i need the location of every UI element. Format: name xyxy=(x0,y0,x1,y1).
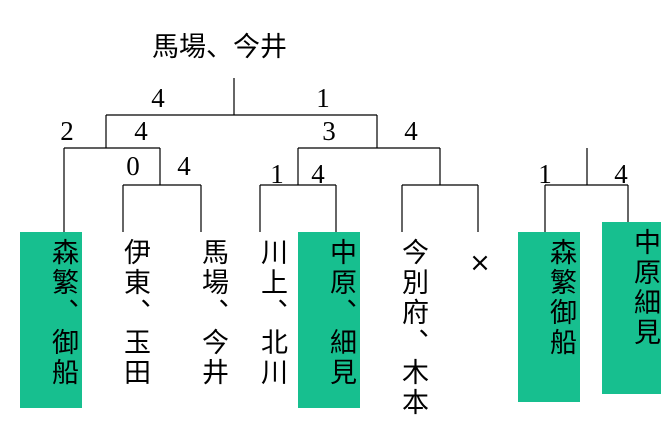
score-qf-mid-r: 4 xyxy=(311,159,325,189)
score-side-r: 4 xyxy=(614,159,628,189)
team-7: 森繁御船 xyxy=(518,232,580,402)
score-final-left: 4 xyxy=(151,83,165,113)
team-4: 川上、北川 xyxy=(256,238,287,388)
score-semi-left-inner: 4 xyxy=(134,116,148,146)
bye-mark: × xyxy=(469,248,491,278)
score-semi-right-inner: 3 xyxy=(322,116,336,146)
score-final-right: 1 xyxy=(316,83,330,113)
score-semi-left-outer: 2 xyxy=(60,116,74,146)
team-5: 中原、細見 xyxy=(298,232,360,408)
team-3: 馬場、今井 xyxy=(197,238,228,388)
team-6: 今別府、木本 xyxy=(397,238,428,418)
score-qf-mid-l: 1 xyxy=(270,159,284,189)
score-semi-right-outer: 4 xyxy=(404,116,418,146)
score-qf-left-l: 0 xyxy=(126,151,140,181)
winner-label: 馬場、今井 xyxy=(152,32,287,63)
team-1: 森繁、御船 xyxy=(20,232,82,408)
score-side-l: 1 xyxy=(538,159,552,189)
team-8: 中原細見 xyxy=(602,222,661,394)
team-2: 伊東、玉田 xyxy=(119,238,150,388)
score-qf-left-r: 4 xyxy=(177,151,191,181)
